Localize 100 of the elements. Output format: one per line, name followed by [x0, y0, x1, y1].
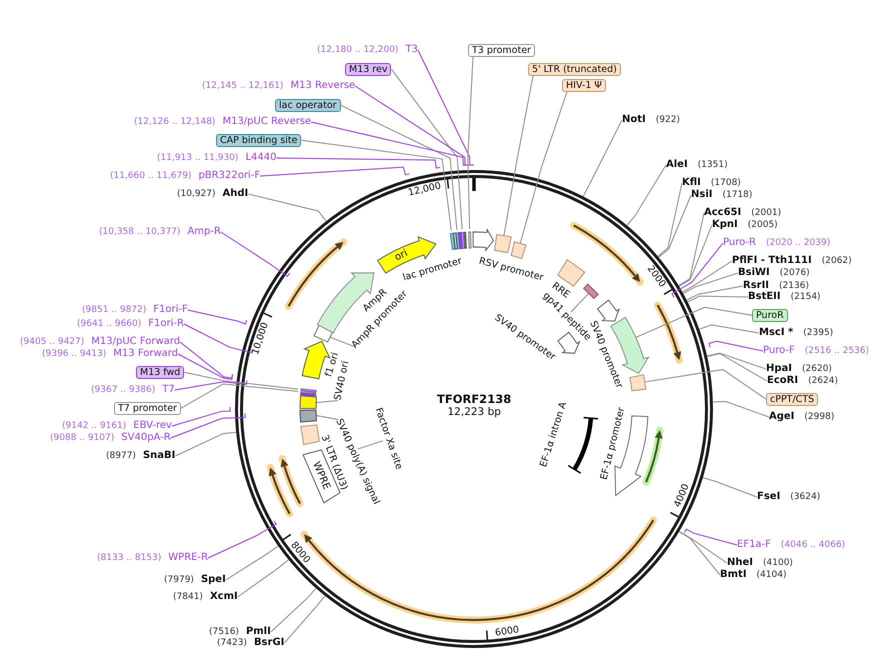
enzyme-name: KpnI [712, 219, 738, 231]
enzyme-name: EcoRI [767, 375, 798, 387]
leader-line [184, 372, 299, 390]
leader-line [702, 477, 758, 498]
feature-tag: lac operator [275, 98, 341, 112]
tick-label: 6000 [494, 624, 520, 640]
leader-line [686, 286, 744, 301]
position-label: (4046 .. 4066) [780, 540, 846, 551]
feature-tag: PuroR [752, 308, 788, 322]
leader-line [570, 292, 590, 313]
feature-label: EF-1α intron A [538, 400, 570, 469]
leader-line [503, 75, 534, 236]
position-label: (2624) [808, 376, 838, 387]
position-label: (9367 .. 9386) [91, 385, 156, 396]
leader-line [678, 531, 720, 576]
position-label: (9405 .. 9427) [20, 337, 84, 348]
leader-line [180, 383, 298, 409]
enzyme-name: PflFI - Tth111I [732, 255, 812, 267]
leader-line [657, 182, 682, 257]
leader-line [270, 588, 316, 632]
position-label: (2620) [802, 364, 832, 375]
leader-line [316, 400, 338, 404]
enzyme-name: MscI * [759, 327, 794, 339]
enzyme-name: NheI [727, 557, 753, 569]
primer-name: M13 Forward [113, 348, 178, 360]
position-label: (2516 .. 2536) [804, 346, 870, 357]
feature-tag: HIV-1 Ψ [562, 78, 606, 92]
enzyme-name: SpeI [200, 574, 226, 586]
position-label: (9088 .. 9107) [50, 433, 114, 444]
tick-label: 4000 [672, 482, 692, 510]
position-label: (4104) [756, 570, 786, 581]
leader-line [582, 120, 622, 197]
primer-name: T7 [162, 384, 175, 396]
position-label: (8133 .. 8153) [97, 553, 162, 564]
enzyme-name: HpaI [766, 363, 792, 375]
position-label: (11,660 .. 11,679) [110, 171, 192, 182]
leader-line [183, 324, 254, 354]
leader-line [658, 194, 692, 258]
leader-line [174, 380, 248, 390]
leader-line [208, 520, 277, 558]
leader-line [467, 56, 474, 230]
position-label: (10,927) [177, 189, 216, 200]
leader-line [708, 340, 764, 352]
position-label: (7841) [173, 592, 203, 603]
leader-line [316, 414, 339, 420]
leader-line [626, 164, 666, 226]
feature-tag: cPPT/CTS [766, 392, 818, 406]
primer-name: Amp-R [187, 226, 221, 238]
leader-line [171, 406, 231, 426]
enzyme-name: SnaBI [142, 450, 176, 462]
feature-label: WPRE [309, 460, 332, 492]
position-label: (2001) [751, 208, 782, 219]
leader-line [225, 546, 279, 580]
position-label: (2020 .. 2039) [766, 238, 830, 249]
position-label: (11,913 .. 11,930) [157, 153, 238, 164]
leader-line [178, 354, 233, 380]
leader-line [684, 528, 738, 546]
primer-name: M13 Reverse [290, 80, 356, 92]
enzyme-name: AgeI [769, 411, 794, 423]
leader-line [357, 440, 384, 450]
enzyme-name: BsrGI [254, 637, 284, 649]
leader-line [390, 68, 463, 230]
position-label: (8977) [106, 451, 136, 462]
leader-line [678, 530, 728, 564]
feature-tag: T3 promoter [468, 44, 535, 57]
position-label: (2395) [803, 328, 834, 339]
leader-line [706, 353, 768, 382]
position-label: (7516) [209, 627, 239, 638]
leader-line [682, 272, 738, 294]
leader-line [687, 296, 748, 302]
enzyme-name: BmtI [720, 569, 747, 581]
position-label: (10,358 .. 10,377) [99, 227, 180, 238]
position-label: (12,180 .. 12,200) [317, 45, 398, 56]
primer-name: F1ori-F [153, 304, 188, 316]
enzyme-name: FseI [757, 491, 780, 503]
leader-line [284, 595, 326, 644]
tick-label: 10,000 [250, 321, 272, 356]
leader-line [340, 104, 458, 230]
position-label: (2076) [780, 268, 810, 279]
position-label: (12,126 .. 12,148) [134, 117, 216, 128]
leader-line [682, 260, 732, 293]
primer-name: T3 [405, 44, 418, 56]
feature-label: EF-1α promoter [598, 406, 628, 482]
position-label: (9142 .. 9161) [62, 421, 126, 432]
primer-name: pBR322ori-F [198, 170, 260, 182]
position-label: (7423) [217, 638, 247, 649]
leader-line [180, 342, 233, 379]
enzyme-name: XcmI [210, 591, 238, 603]
enzyme-name: KflI [682, 177, 701, 189]
enzyme-name: AleI [666, 159, 688, 171]
leader-line [248, 194, 327, 222]
tick-label: 12,000 [406, 180, 442, 200]
position-label: (2136) [779, 281, 809, 292]
position-label: (1718) [722, 190, 752, 201]
leader-line [678, 212, 704, 286]
position-label: (2154) [790, 292, 821, 303]
leader-line [706, 352, 766, 370]
leader-line [635, 306, 752, 338]
position-label: (9396 .. 9413) [42, 349, 106, 360]
primer-name: M13/pUC Forward [91, 336, 180, 348]
